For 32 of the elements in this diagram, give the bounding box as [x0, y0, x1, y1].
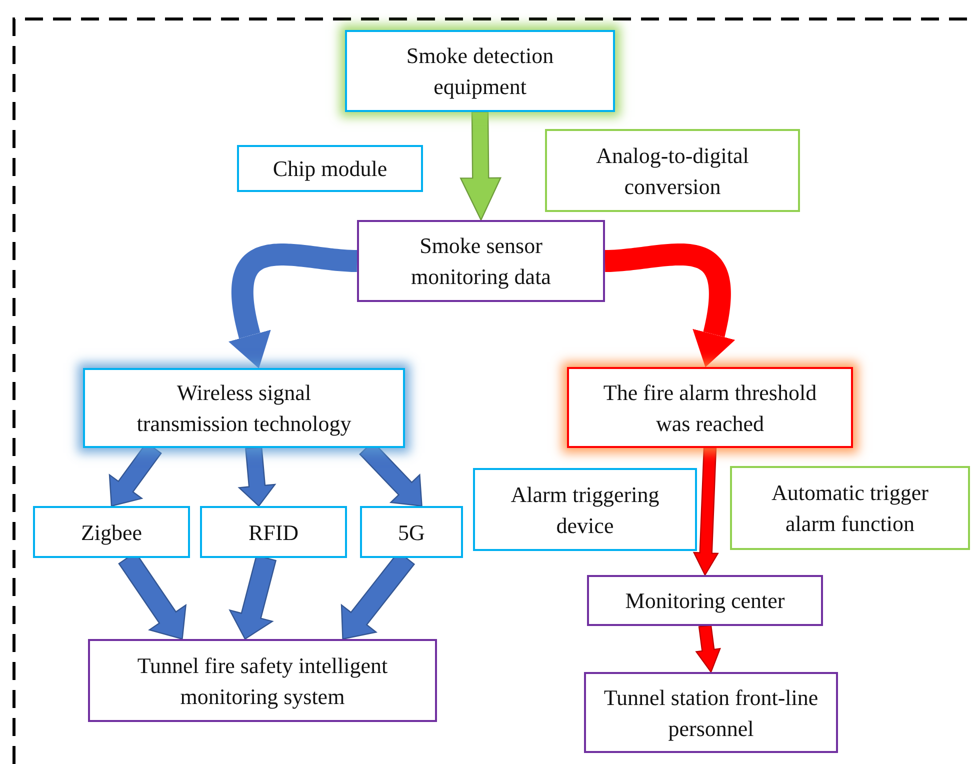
technology-box — [33, 506, 190, 558]
note-box — [473, 468, 697, 551]
block-arrow — [695, 624, 721, 674]
alarm-box — [567, 367, 853, 448]
block-arrow — [460, 111, 502, 222]
technology-box — [360, 506, 463, 558]
node-label: Chip module — [272, 155, 388, 183]
node-label: Tunnel fire safety intelligent monitoring system — [136, 652, 389, 711]
block-arrow — [238, 446, 276, 507]
process-box — [587, 575, 823, 626]
node-label: RFID — [247, 518, 300, 546]
block-arrow — [692, 447, 719, 576]
process-box — [345, 30, 615, 112]
node-label: Wireless signal transmission technology — [136, 379, 352, 438]
note-box — [237, 145, 423, 192]
node-label: Monitoring center — [624, 587, 786, 615]
node-label: Tunnel station front-line personnel — [602, 684, 820, 743]
process-box — [357, 220, 605, 302]
node-label: Zigbee — [80, 518, 144, 547]
process-box — [88, 639, 437, 722]
node-label: Alarm triggering device — [510, 480, 660, 540]
process-box — [83, 368, 405, 448]
node-label: 5G — [397, 518, 426, 546]
node-label: Automatic trigger alarm function — [770, 479, 930, 538]
note-box — [730, 466, 970, 550]
node-label: The fire alarm threshold was reached — [602, 378, 818, 438]
technology-box — [200, 506, 347, 558]
node-label: Analog-to-digital conversion — [595, 142, 750, 200]
node-label: Smoke detection equipment — [405, 42, 555, 101]
node-label: Smoke sensor monitoring data — [410, 232, 552, 291]
note-box — [545, 129, 800, 212]
process-box — [584, 672, 838, 753]
